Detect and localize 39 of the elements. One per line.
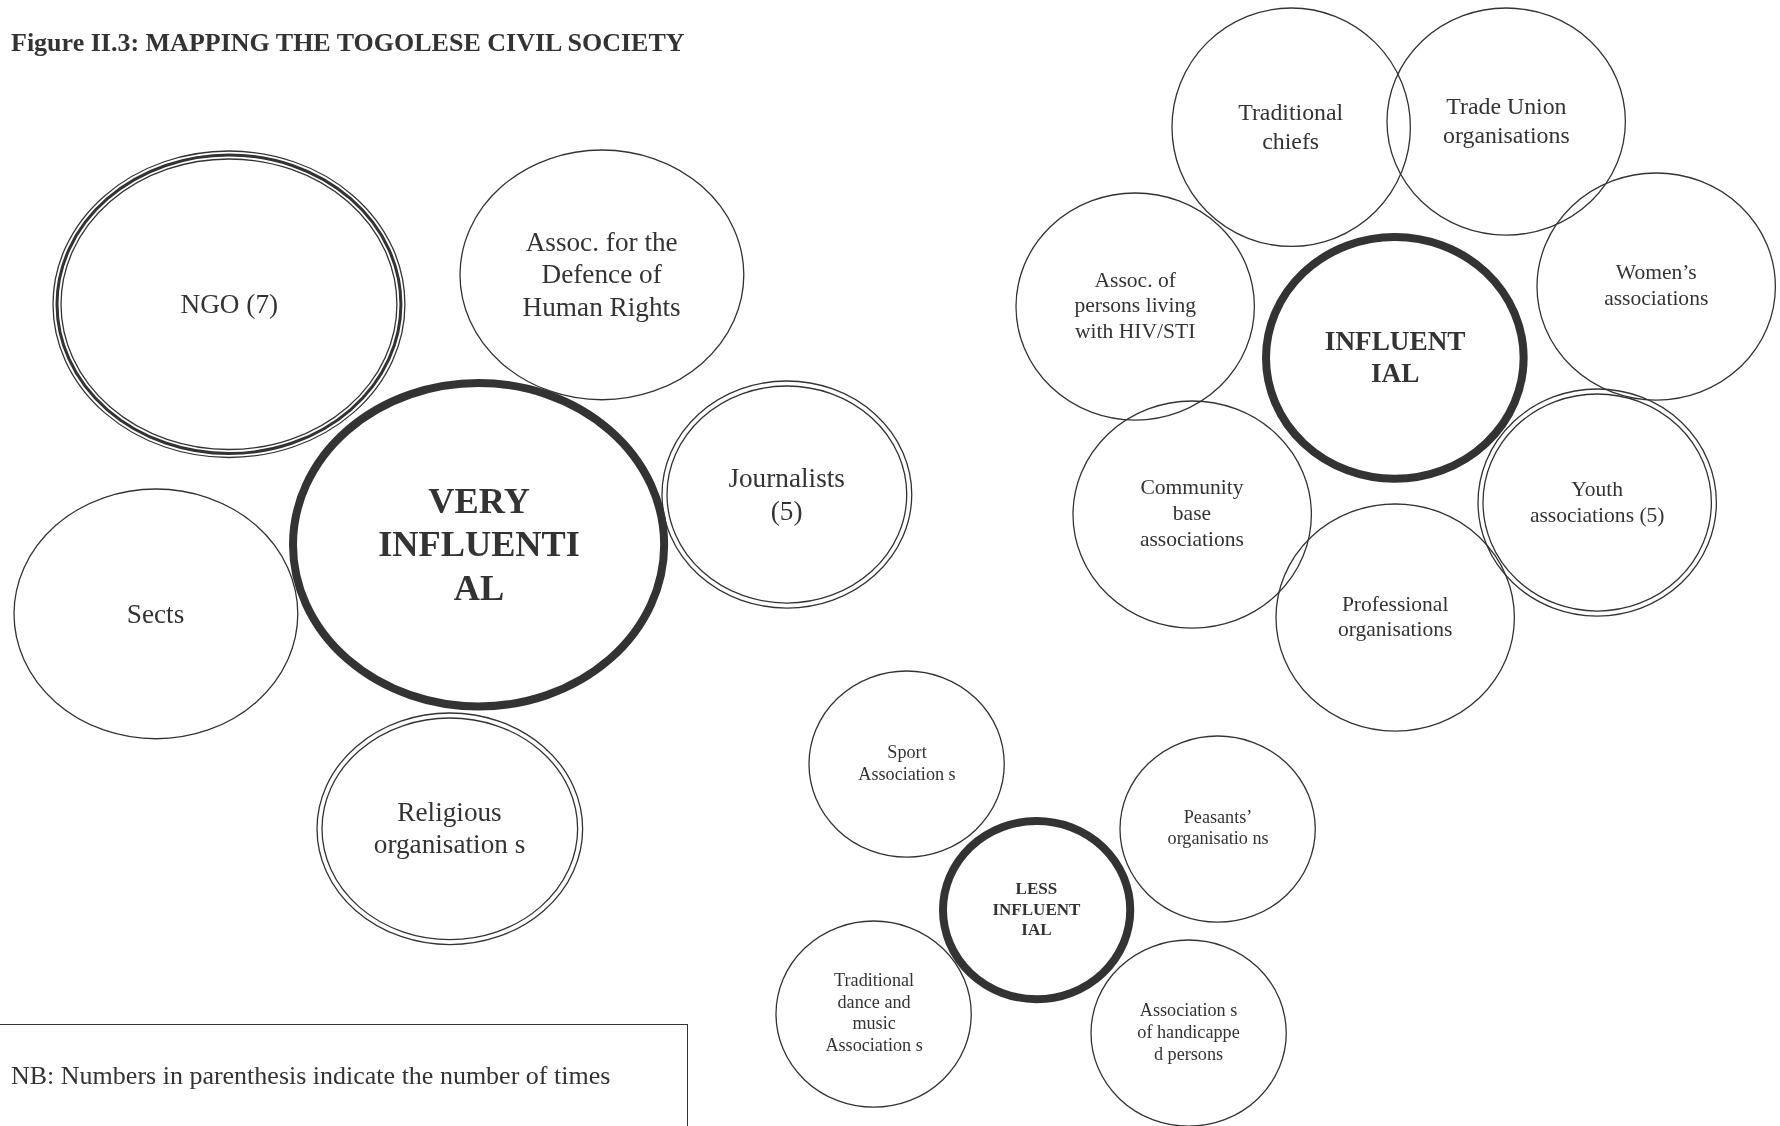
category-circle bbox=[1072, 400, 1312, 628]
category-circle bbox=[1275, 504, 1515, 732]
figure-title: Figure II.3: MAPPING THE TOGOLESE CIVIL SOCIETY bbox=[11, 28, 685, 58]
category-circle bbox=[1387, 7, 1626, 235]
category-label: Traditional dance and music Association s bbox=[824, 970, 924, 1058]
influence-circle bbox=[1262, 232, 1528, 483]
category-label: Sects bbox=[125, 597, 186, 631]
category-circle bbox=[13, 489, 298, 739]
category-label: Women’s associations bbox=[1603, 260, 1710, 312]
note-box: NB: Numbers in parenthesis indicate the number of times bbox=[0, 1024, 688, 1126]
category-label: NGO (7) bbox=[179, 287, 280, 321]
category-circle bbox=[661, 381, 912, 609]
influence-circle bbox=[938, 817, 1135, 1004]
category-label: Traditional chiefs bbox=[1237, 98, 1345, 156]
category-label: Assoc. of persons living with HIV/STI bbox=[1073, 267, 1197, 346]
category-circle bbox=[1478, 389, 1717, 617]
category-circle bbox=[1120, 735, 1316, 922]
category-circle bbox=[316, 712, 583, 945]
category-circle bbox=[1537, 172, 1776, 400]
influence-level-label: INFLUENT IAL bbox=[1323, 324, 1467, 391]
category-circle bbox=[1016, 193, 1255, 420]
category-label: Youth associations (5) bbox=[1528, 477, 1666, 529]
category-label: Sport Association s bbox=[857, 742, 957, 786]
category-label: Community base associations bbox=[1138, 475, 1245, 554]
influence-level-label: LESS INFLUENT IAL bbox=[991, 879, 1082, 942]
influence-circle bbox=[289, 379, 669, 711]
influence-level-label: VERY INFLUENTI AL bbox=[377, 479, 581, 610]
category-label: Journalists (5) bbox=[727, 462, 846, 528]
category-label: Trade Union organisations bbox=[1442, 92, 1571, 151]
category-circle bbox=[809, 670, 1005, 858]
category-circle bbox=[776, 920, 972, 1107]
category-label: Peasants’ organisatio ns bbox=[1166, 806, 1270, 851]
category-label: Association s of handicappe d persons bbox=[1136, 1000, 1241, 1066]
category-circle bbox=[53, 150, 406, 458]
category-label: Religious organisation s bbox=[372, 796, 527, 862]
category-circle bbox=[1171, 7, 1410, 247]
category-label: Assoc. for the Defence of Human Rights bbox=[521, 225, 682, 324]
category-circle bbox=[459, 149, 744, 400]
category-label: Professional organisations bbox=[1336, 591, 1454, 644]
